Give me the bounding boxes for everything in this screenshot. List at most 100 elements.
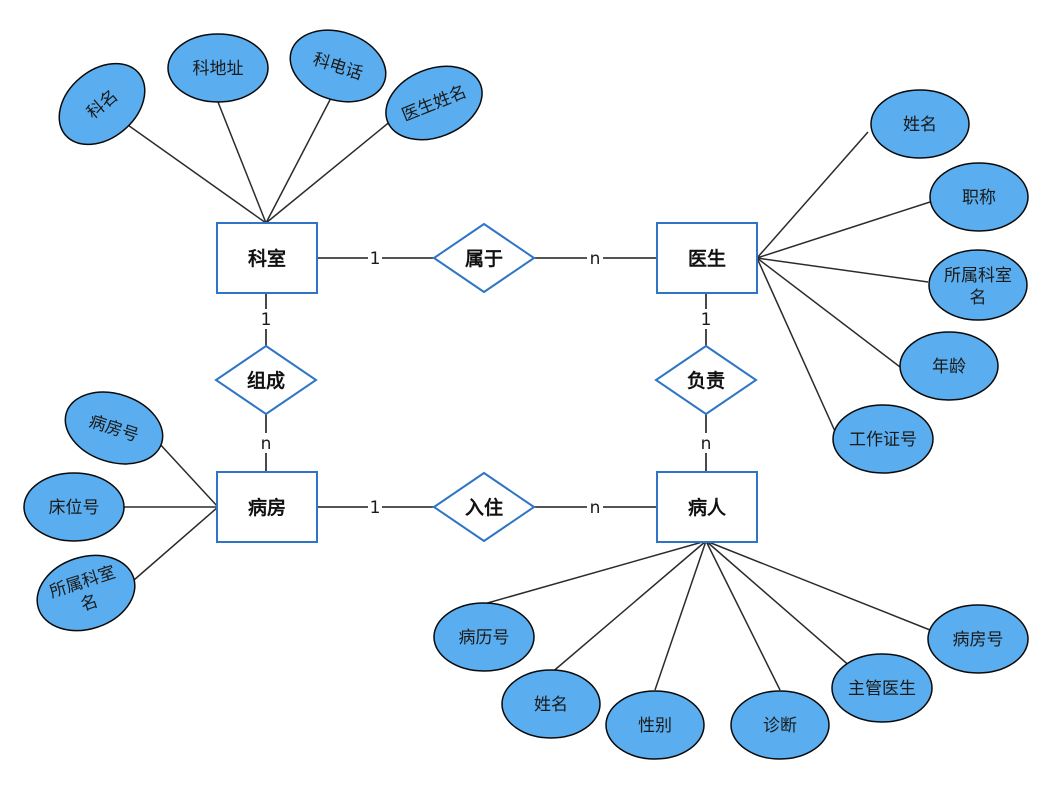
attr-doctor-work-id-label: 工作证号 bbox=[849, 430, 917, 450]
attr-doctor-name-ellipse[interactable] bbox=[870, 89, 970, 159]
attr-doctor-work-id-ellipse[interactable] bbox=[832, 404, 934, 474]
entity-ward-label: 病房 bbox=[248, 496, 286, 519]
relation-composes-label: 组成 bbox=[247, 369, 285, 392]
attr-dept-address-ellipse[interactable] bbox=[167, 33, 269, 103]
edge-dept-doctor-name bbox=[265, 119, 393, 224]
attr-dept-name[interactable]: 科名 bbox=[43, 47, 160, 161]
edge-doctor-age bbox=[756, 257, 905, 371]
attr-patient-name[interactable]: 姓名 bbox=[501, 669, 601, 739]
edge-ward-dept bbox=[133, 506, 219, 581]
attr-doctor-age-label: 年龄 bbox=[932, 357, 966, 377]
edge-dept-phone bbox=[265, 95, 333, 224]
attr-ward-no-ellipse[interactable] bbox=[56, 380, 172, 476]
attr-ward-bed-ellipse[interactable] bbox=[23, 472, 125, 542]
attr-patient-ward-label: 病房号 bbox=[953, 630, 1004, 650]
attr-dept-doctor-name[interactable]: 医生姓名 bbox=[375, 53, 493, 154]
edge-doctor-name bbox=[756, 131, 869, 259]
attr-patient-gender-label: 性别 bbox=[638, 716, 672, 736]
entity-department[interactable]: 科室 bbox=[216, 222, 318, 294]
attr-patient-diagnosis-label: 诊断 bbox=[763, 716, 797, 736]
attr-doctor-title-ellipse[interactable] bbox=[929, 162, 1029, 232]
attr-dept-doctor-name-ellipse[interactable] bbox=[375, 53, 493, 154]
relation-belongs-to-diamond[interactable] bbox=[432, 222, 536, 294]
attr-ward-no[interactable]: 病房号 bbox=[56, 380, 172, 476]
edge-patient-name bbox=[549, 540, 707, 675]
edge-doctor-title bbox=[756, 201, 931, 259]
attr-doctor-age-ellipse[interactable] bbox=[899, 331, 999, 401]
entity-patient[interactable]: 病人 bbox=[656, 471, 758, 543]
attr-dept-name-ellipse[interactable] bbox=[43, 47, 160, 161]
entity-ward[interactable]: 病房 bbox=[216, 471, 318, 543]
attr-patient-record-ellipse[interactable] bbox=[433, 602, 535, 672]
attr-patient-name-ellipse[interactable] bbox=[501, 669, 601, 739]
attr-doctor-dept[interactable]: 所属科室 名 bbox=[928, 249, 1028, 321]
relation-belongs-to-label: 属于 bbox=[465, 248, 503, 270]
attr-doctor-name[interactable]: 姓名 bbox=[870, 89, 970, 159]
attribute-connectors bbox=[117, 95, 931, 691]
attr-patient-gender[interactable]: 性别 bbox=[605, 690, 705, 760]
attr-dept-address[interactable]: 科地址 bbox=[167, 33, 269, 103]
attr-dept-phone[interactable]: 科电话 bbox=[281, 19, 395, 114]
relation-composes[interactable]: 组成 bbox=[214, 344, 318, 416]
attr-dept-phone-ellipse[interactable] bbox=[281, 19, 395, 114]
entity-department-label: 科室 bbox=[248, 247, 286, 270]
attr-doctor-dept-ellipse[interactable] bbox=[928, 249, 1028, 321]
card-doctor-responsible: 1 bbox=[701, 310, 712, 330]
card-composes-ward: n bbox=[261, 434, 272, 454]
attr-ward-bed[interactable]: 床位号 bbox=[23, 472, 125, 542]
edge-patient-gender bbox=[654, 540, 707, 691]
card-department-belongs: 1 bbox=[370, 249, 381, 269]
edge-patient-record bbox=[483, 540, 707, 605]
edge-doctor-work-id bbox=[756, 257, 839, 439]
card-responsible-patient: n bbox=[701, 434, 712, 454]
attr-patient-gender-ellipse[interactable] bbox=[605, 690, 705, 760]
relation-responsible-label: 负责 bbox=[687, 369, 725, 392]
entity-department-box[interactable] bbox=[216, 222, 318, 294]
card-ward-stays: 1 bbox=[370, 498, 381, 518]
attr-ward-dept-ellipse[interactable] bbox=[27, 543, 144, 642]
relation-belongs-to[interactable]: 属于 bbox=[432, 222, 536, 294]
edge-patient-diagnosis bbox=[705, 540, 781, 691]
relation-stays-in-label: 入住 bbox=[465, 496, 503, 519]
attr-patient-attending[interactable]: 主管医生 bbox=[831, 653, 933, 723]
attr-doctor-dept-label-line1: 所属科室 bbox=[944, 266, 1012, 286]
attr-ward-bed-label: 床位号 bbox=[49, 498, 100, 518]
attr-patient-diagnosis[interactable]: 诊断 bbox=[730, 690, 830, 760]
relation-stays-in[interactable]: 入住 bbox=[432, 471, 536, 543]
card-belongs-doctor: n bbox=[590, 249, 601, 269]
cardinality-labels: 1 n 1 n 1 n 1 n bbox=[258, 248, 714, 518]
attr-doctor-title-label: 职称 bbox=[962, 188, 996, 208]
entity-doctor[interactable]: 医生 bbox=[656, 222, 758, 294]
attr-ward-dept-label-line2: 名 bbox=[78, 591, 100, 615]
entity-doctor-box[interactable] bbox=[656, 222, 758, 294]
attr-patient-attending-ellipse[interactable] bbox=[831, 653, 933, 723]
relation-responsible[interactable]: 负责 bbox=[654, 344, 758, 416]
card-stays-patient: n bbox=[590, 498, 601, 518]
attr-ward-dept[interactable]: 所属科室 名 bbox=[27, 543, 144, 642]
attr-patient-diagnosis-ellipse[interactable] bbox=[730, 690, 830, 760]
entity-doctor-label: 医生 bbox=[688, 247, 726, 270]
entity-patient-label: 病人 bbox=[688, 496, 727, 519]
attr-doctor-dept-label-line2: 名 bbox=[970, 288, 987, 308]
edge-doctor-dept bbox=[756, 257, 929, 283]
attr-patient-attending-label: 主管医生 bbox=[848, 679, 916, 699]
edge-patient-attending bbox=[705, 540, 853, 669]
relation-responsible-diamond[interactable] bbox=[654, 344, 758, 416]
entity-patient-box[interactable] bbox=[656, 471, 758, 543]
relation-composes-diamond[interactable] bbox=[214, 344, 318, 416]
attr-patient-record[interactable]: 病历号 bbox=[433, 602, 535, 672]
edge-dept-address bbox=[217, 101, 267, 224]
edge-dept-name bbox=[117, 117, 267, 224]
attr-doctor-title[interactable]: 职称 bbox=[929, 162, 1029, 232]
attr-patient-ward[interactable]: 病房号 bbox=[927, 604, 1029, 674]
relationship-connectors bbox=[265, 257, 707, 508]
card-department-composes: 1 bbox=[261, 310, 272, 330]
attr-doctor-name-label: 姓名 bbox=[903, 115, 937, 135]
entity-ward-box[interactable] bbox=[216, 471, 318, 543]
attr-doctor-age[interactable]: 年龄 bbox=[899, 331, 999, 401]
attr-patient-ward-ellipse[interactable] bbox=[927, 604, 1029, 674]
attr-doctor-work-id[interactable]: 工作证号 bbox=[832, 404, 934, 474]
attr-patient-name-label: 姓名 bbox=[534, 695, 568, 715]
relation-stays-in-diamond[interactable] bbox=[432, 471, 536, 543]
